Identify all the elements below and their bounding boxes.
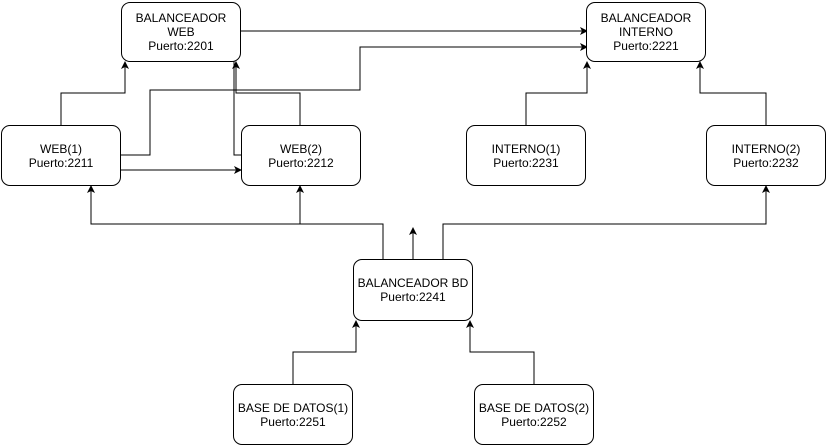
node-port-label: Puerto:2221	[613, 39, 679, 53]
edge-interno2-to-balanceador-interno	[696, 61, 767, 125]
edge-web2-to-balanceador-web	[232, 61, 301, 125]
node-balanceador-interno[interactable]: BALANCEADOR INTERNO Puerto:2221	[586, 2, 706, 62]
edge-web1-to-balanceador-web	[60, 61, 129, 125]
node-balanceador-web[interactable]: BALANCEADOR WEB Puerto:2201	[121, 2, 241, 62]
node-web1[interactable]: WEB(1) Puerto:2211	[1, 125, 121, 186]
node-port-label: Puerto:2251	[260, 414, 326, 429]
node-label-line: INTERNO(1)	[491, 141, 561, 156]
node-label-line: BALANCEADOR	[135, 11, 227, 25]
node-interno1[interactable]: INTERNO(1) Puerto:2231	[466, 125, 586, 186]
node-interno2[interactable]: INTERNO(2) Puerto:2232	[706, 125, 826, 186]
node-port-label: Puerto:2201	[148, 39, 214, 53]
node-web2[interactable]: WEB(2) Puerto:2212	[241, 125, 361, 186]
node-base-datos2[interactable]: BASE DE DATOS(2) Puerto:2252	[474, 384, 594, 445]
node-port-label: Puerto:2231	[493, 155, 559, 170]
edge-web1-to-balanceador-interno	[121, 43, 588, 156]
node-port-label: Puerto:2252	[501, 414, 567, 429]
edge-balanceador-bd-to-web2	[296, 185, 383, 225]
node-port-label: Puerto:2241	[380, 290, 446, 304]
node-label-line: WEB(1)	[40, 141, 82, 156]
node-balanceador-bd[interactable]: BALANCEADOR BD Puerto:2241	[353, 259, 473, 321]
node-port-label: Puerto:2211	[28, 155, 94, 170]
node-label-line: INTERNO(2)	[731, 141, 801, 156]
edge-base-datos1-to-balanceador-bd	[292, 320, 360, 384]
node-port-label: Puerto:2212	[268, 155, 334, 170]
node-base-datos1[interactable]: BASE DE DATOS(1) Puerto:2251	[233, 384, 353, 445]
edge-interno1-to-balanceador-interno	[525, 61, 591, 125]
node-label-line: BALANCEADOR	[600, 11, 692, 25]
node-label-line: BASE DE DATOS(2)	[478, 400, 590, 415]
node-label-line: WEB(2)	[280, 141, 322, 156]
node-label-line: BASE DE DATOS(1)	[237, 400, 349, 415]
node-label-line: WEB	[167, 25, 195, 39]
edge-balanceador-bd-to-interno2	[442, 185, 770, 259]
node-label-line: INTERNO	[619, 25, 673, 39]
node-port-label: Puerto:2232	[733, 155, 799, 170]
edge-balanceador-bd-to-web1	[87, 185, 384, 259]
edge-base-datos2-to-balanceador-bd	[466, 320, 535, 384]
node-label-line: BALANCEADOR BD	[357, 276, 469, 290]
